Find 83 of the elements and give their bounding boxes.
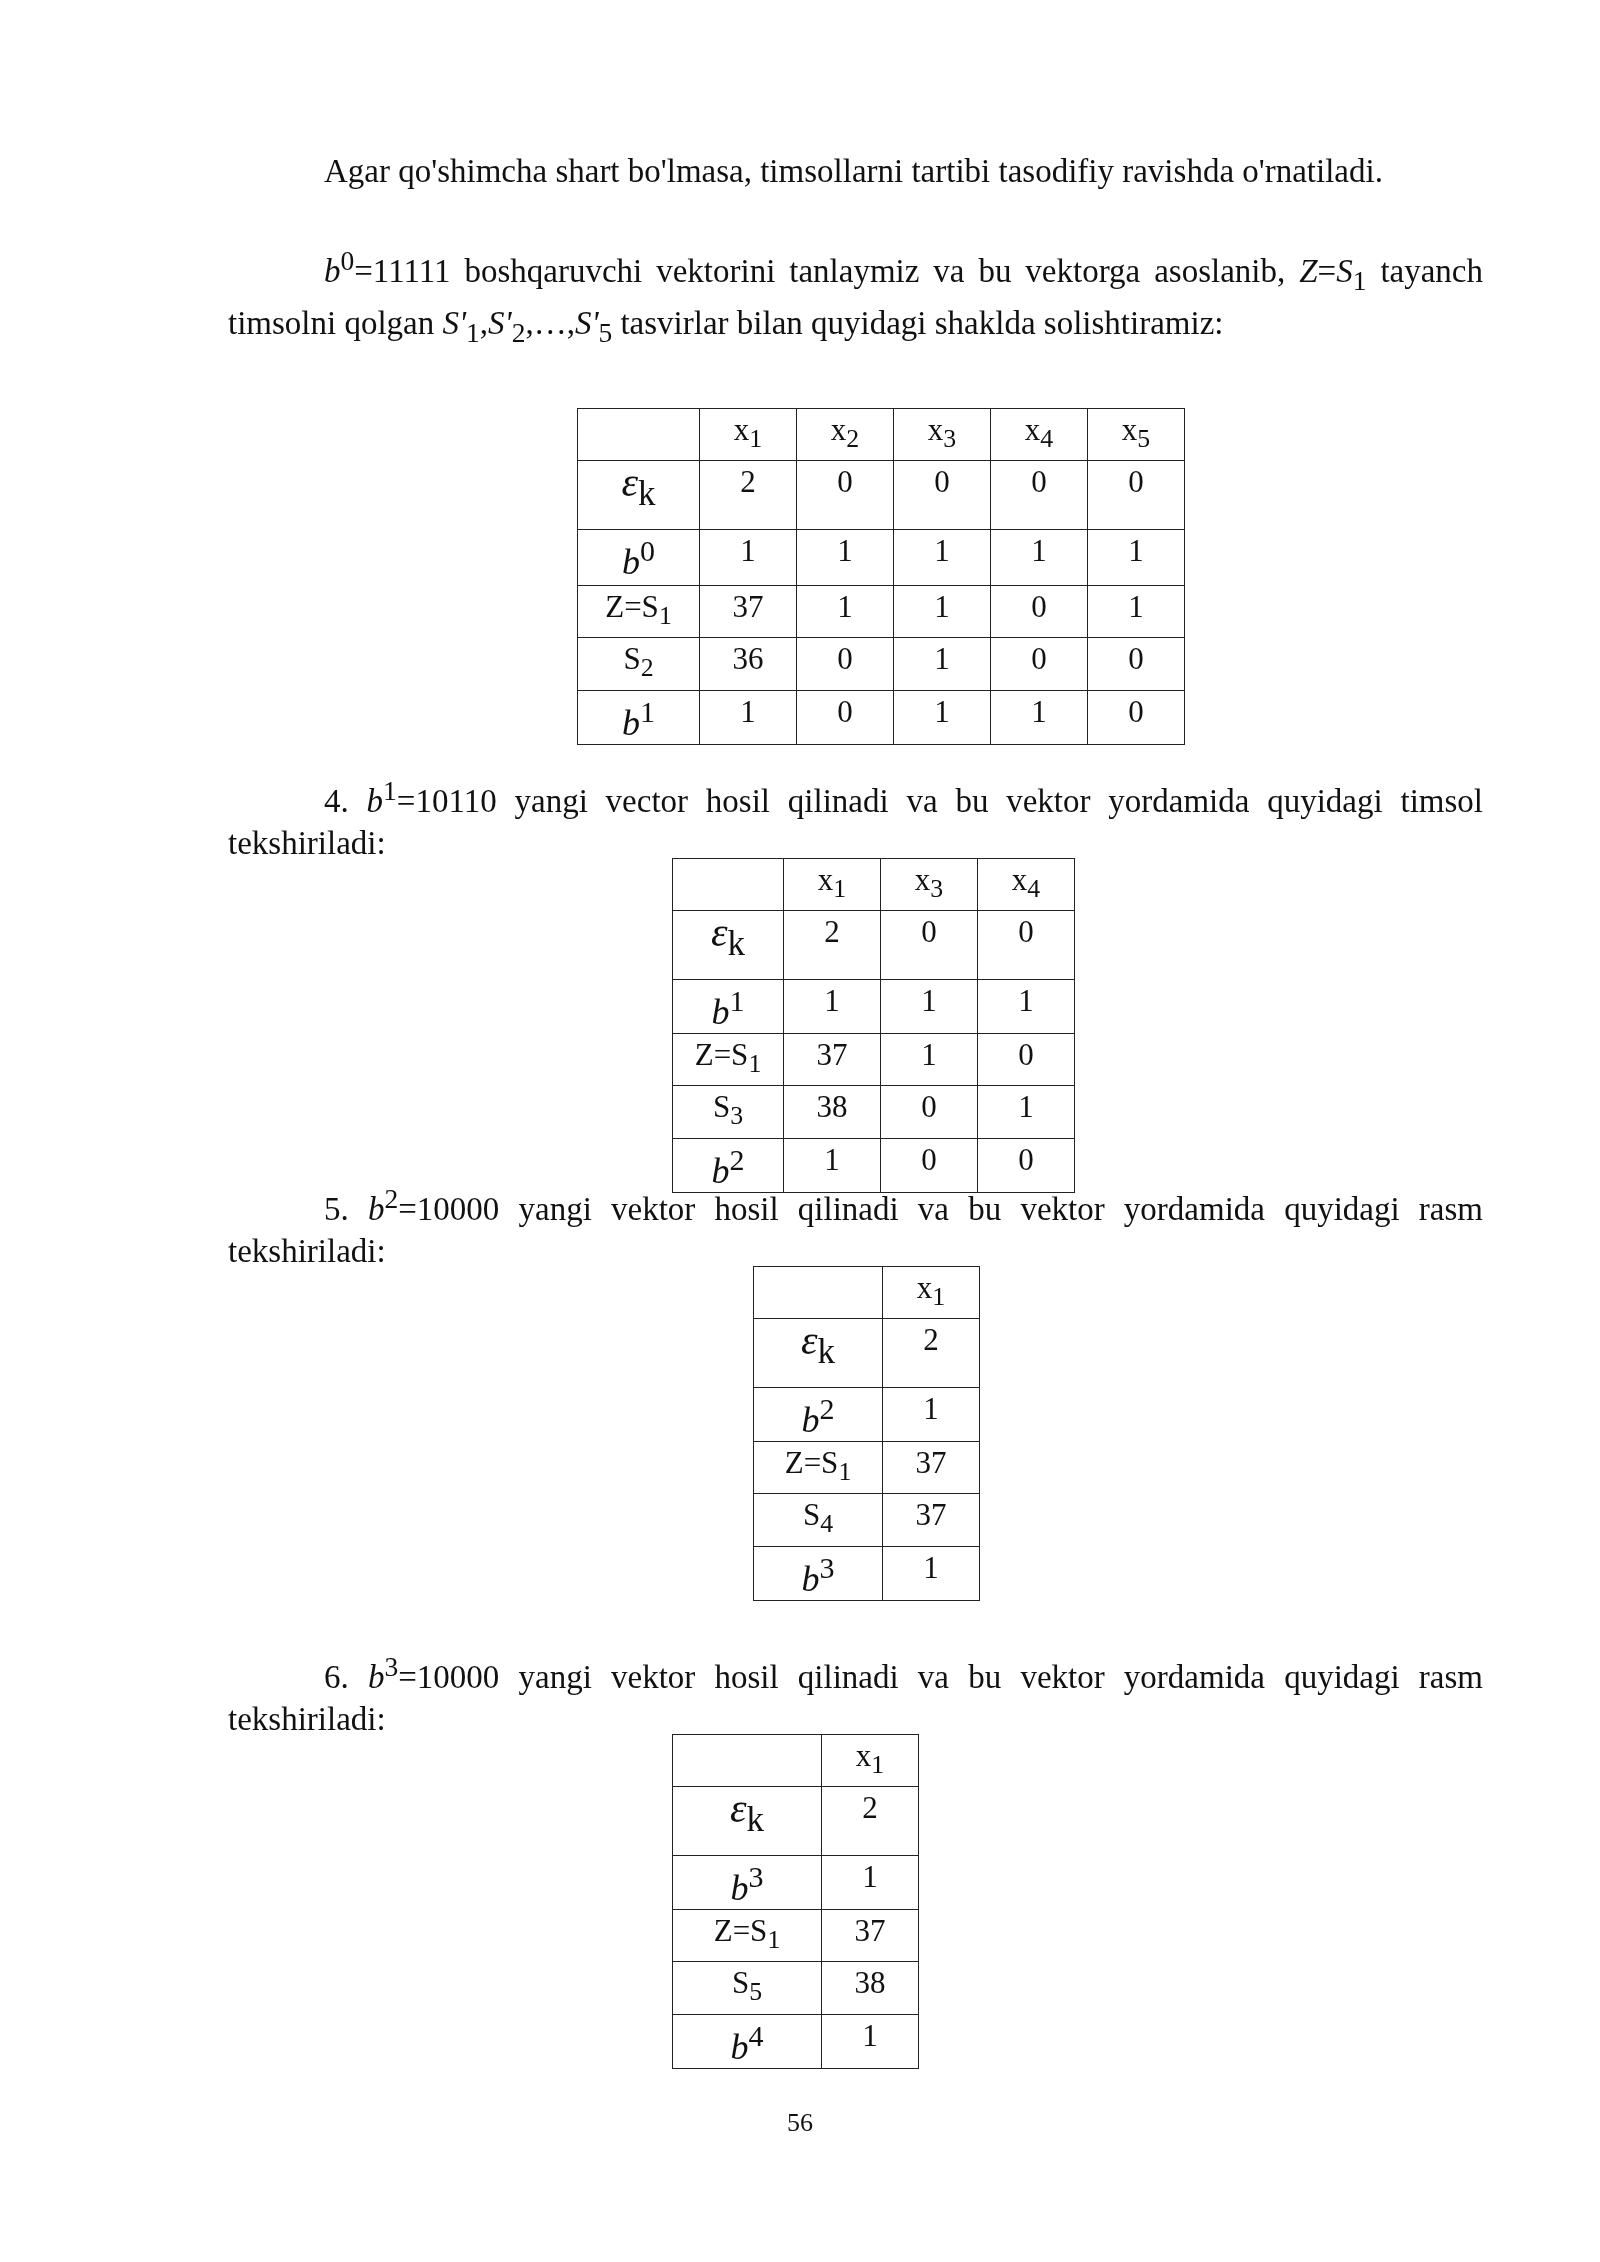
- table-cell: 1: [1087, 585, 1185, 638]
- column-header-cell: x$_{2}$: [796, 408, 894, 461]
- table-cell: 0: [796, 460, 894, 530]
- row-header-cell: b$^{2}$: [672, 1138, 784, 1193]
- table-cell: 2: [783, 910, 881, 980]
- table-cell: 37: [821, 1909, 919, 1962]
- table-cell: 0: [880, 1138, 978, 1193]
- column-header-cell: x$_{4}$: [977, 858, 1075, 911]
- row-header-cell: b$^{2}$: [753, 1387, 883, 1442]
- table-cell: 0: [977, 910, 1075, 980]
- row-header-cell: S$_{3}$: [672, 1085, 784, 1139]
- row-header-cell: S$_{4}$: [753, 1493, 883, 1547]
- column-header-cell: x$_{3}$: [893, 408, 991, 461]
- table-cell: 0: [1087, 637, 1185, 691]
- body-paragraph: Agar qo'shimcha shart bo'lmasa, timsollarni tartibi tasodifiy ravishda o'rnatiladi.: [323, 152, 1384, 191]
- table-cell: 0: [977, 1033, 1075, 1086]
- table-cell: 1: [893, 637, 991, 691]
- table-cell: 0: [880, 910, 978, 980]
- column-header-cell: x$_{3}$: [880, 858, 978, 911]
- body-paragraph: b$^{0}$=11111 boshqaruvchi vektorini tanlaymiz va bu vektorga asoslanib, Z=S$_{1}$ tayanch timsolni qolgan S'$_{1}$,S'$_{2}$,…,S'$_{5}$ tasvirlar bilan quyidagi shaklda solishtiramiz:: [228, 244, 1483, 350]
- table-cell: 0: [880, 1085, 978, 1139]
- table-cell: 1: [893, 529, 991, 586]
- table-cell: 37: [882, 1441, 980, 1494]
- table-cell: 1: [882, 1546, 980, 1601]
- table-cell: 1: [783, 1138, 881, 1193]
- row-header-cell: Z=S$_{1}$: [672, 1033, 784, 1086]
- table-cell: 0: [1087, 460, 1185, 530]
- table-cell: 36: [699, 637, 797, 691]
- column-header-cell: x$_{1}$: [882, 1266, 980, 1319]
- table-cell: 37: [699, 585, 797, 638]
- table-cell: 1: [821, 1855, 919, 1910]
- table-cell: 38: [783, 1085, 881, 1139]
- table-cell: 1: [882, 1387, 980, 1442]
- row-header-cell: Z=S$_{1}$: [672, 1909, 822, 1962]
- row-header-cell: ε$_{k}$: [672, 1786, 822, 1856]
- table-cell: 1: [893, 690, 991, 745]
- table-cell: 0: [977, 1138, 1075, 1193]
- table-cell: 0: [893, 460, 991, 530]
- table-cell: 0: [1087, 690, 1185, 745]
- column-header-cell: x$_{1}$: [783, 858, 881, 911]
- table-cell: 0: [796, 637, 894, 691]
- table-cell: 37: [882, 1493, 980, 1547]
- row-header-cell: S$_{2}$: [577, 637, 700, 691]
- row-header-cell: ε$_{k}$: [753, 1318, 883, 1388]
- table-cell: 2: [699, 460, 797, 530]
- table-cell: 1: [783, 979, 881, 1034]
- table-cell: 2: [821, 1786, 919, 1856]
- table-cell: 1: [893, 585, 991, 638]
- row-header-cell: ε$_{k}$: [577, 460, 700, 530]
- table-cell: 1: [977, 979, 1075, 1034]
- row-header-cell: Z=S$_{1}$: [753, 1441, 883, 1494]
- column-header-cell: x$_{4}$: [990, 408, 1088, 461]
- table-cell: 1: [990, 529, 1088, 586]
- table-cell: 1: [699, 690, 797, 745]
- table-cell: 1: [796, 585, 894, 638]
- table-cell: 0: [990, 460, 1088, 530]
- table-cell: 1: [796, 529, 894, 586]
- table-cell: 37: [783, 1033, 881, 1086]
- page-number: 56: [786, 2108, 814, 2138]
- column-header-cell: x$_{1}$: [821, 1734, 919, 1787]
- row-header-cell: b$^{3}$: [753, 1546, 883, 1601]
- table-cell: 2: [882, 1318, 980, 1388]
- table-cell: 1: [977, 1085, 1075, 1139]
- row-header-cell: S$_{5}$: [672, 1961, 822, 2015]
- table-cell: 1: [880, 979, 978, 1034]
- table-cell: 1: [990, 690, 1088, 745]
- row-header-cell: b$^{0}$: [577, 529, 700, 586]
- row-header-cell: b$^{1}$: [577, 690, 700, 745]
- table-cell: 1: [880, 1033, 978, 1086]
- row-header-cell: ε$_{k}$: [672, 910, 784, 980]
- table-cell: 1: [1087, 529, 1185, 586]
- row-header-cell: b$^{4}$: [672, 2014, 822, 2069]
- table-cell: 0: [796, 690, 894, 745]
- row-header-cell: Z=S$_{1}$: [577, 585, 700, 638]
- table-cell: 1: [821, 2014, 919, 2069]
- row-header-cell: b$^{3}$: [672, 1855, 822, 1910]
- table-cell: 38: [821, 1961, 919, 2015]
- table-cell: 0: [990, 585, 1088, 638]
- column-header-cell: x$_{5}$: [1087, 408, 1185, 461]
- column-header-cell: x$_{1}$: [699, 408, 797, 461]
- table-cell: 1: [699, 529, 797, 586]
- table-cell: 0: [990, 637, 1088, 691]
- row-header-cell: b$^{1}$: [672, 979, 784, 1034]
